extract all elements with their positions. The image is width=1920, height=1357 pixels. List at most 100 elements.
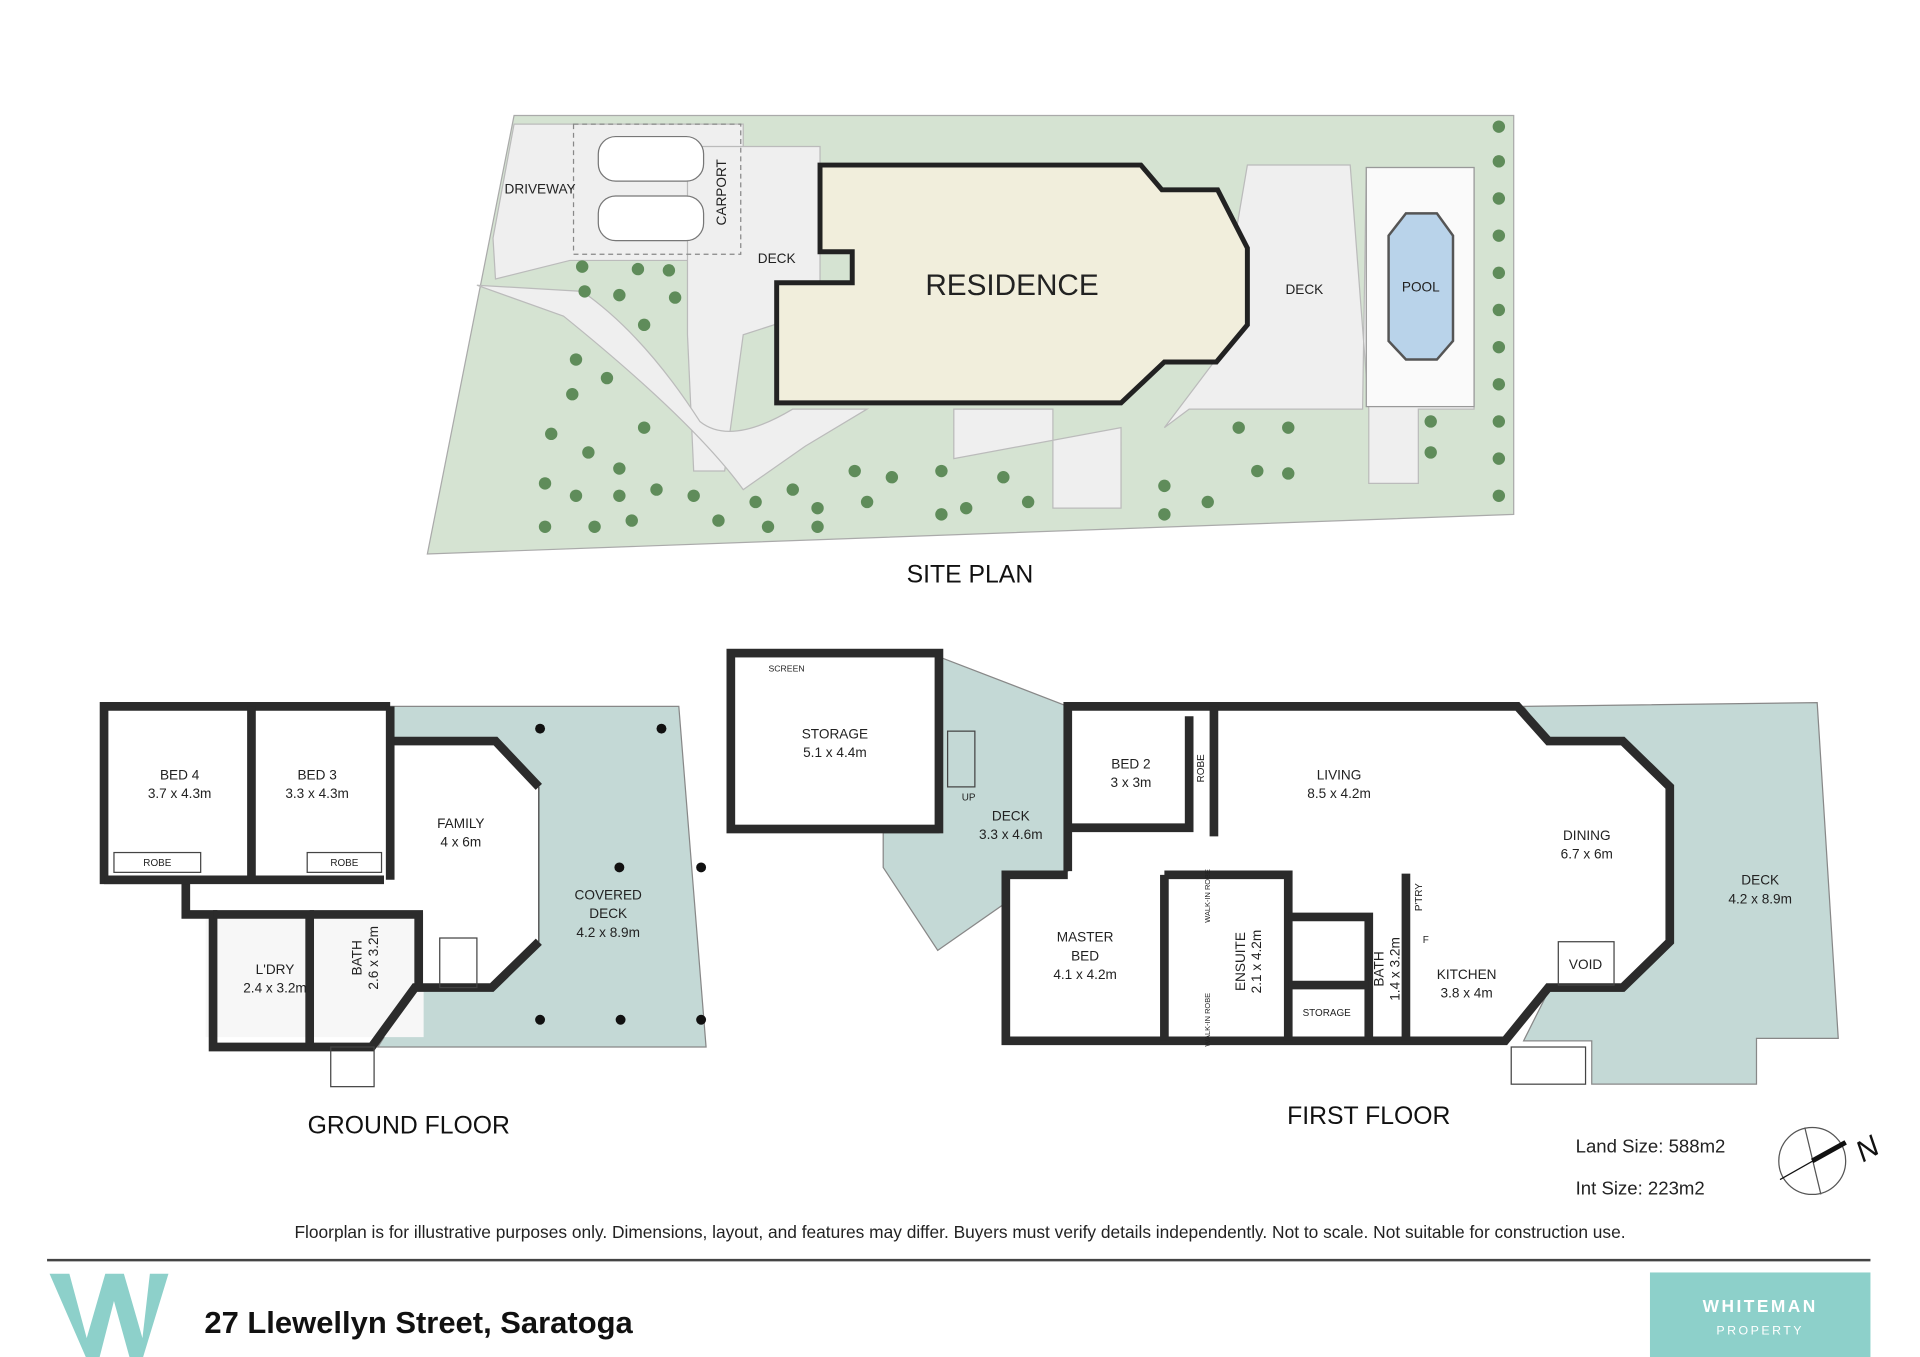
car-2	[597, 195, 705, 242]
bath-size: 2.6 x 3.2m	[366, 926, 381, 990]
bed2-size: 3 x 3m	[1111, 775, 1152, 790]
tree-icon	[1492, 452, 1506, 465]
robe-label: ROBE	[143, 858, 171, 869]
first-floor-plan: SCREEN STORAGE 5.1 x 4.4m UP DECK 3.3 x …	[726, 648, 1839, 1130]
bath-name: BATH	[1372, 951, 1387, 986]
tree-icon	[1492, 120, 1506, 133]
svg-text:WHITEMAN: WHITEMAN	[1703, 1296, 1818, 1316]
ground-floor-plan: BED 4 3.7 x 4.3m BED 3 3.3 x 4.3m FAMILY…	[99, 702, 707, 1140]
car-1	[597, 135, 705, 182]
site-plan-title: SITE PLAN	[907, 562, 1034, 589]
tree-icon	[1492, 155, 1506, 168]
tree-icon	[545, 427, 558, 441]
internal-size: Int Size: 223m2	[1576, 1177, 1705, 1198]
deck-right-label: DECK	[1285, 282, 1323, 297]
covered-deck-name: COVERED	[575, 888, 642, 903]
whiteman-property-logo: WHITEMAN PROPERTY	[1649, 1272, 1871, 1357]
property-address: 27 Llewellyn Street, Saratoga	[204, 1305, 633, 1340]
tree-icon	[1492, 229, 1506, 242]
tree-icon	[712, 514, 725, 527]
covered-deck	[376, 705, 707, 1048]
tree-icon	[1492, 266, 1506, 280]
tree-icon	[613, 489, 626, 502]
tree-icon	[637, 318, 651, 332]
tree-icon	[1492, 378, 1506, 391]
family-name: FAMILY	[437, 816, 484, 831]
screen-label: SCREEN	[769, 664, 805, 674]
kitchen-size: 3.8 x 4m	[1441, 985, 1493, 1000]
tree-icon	[786, 483, 799, 496]
tree-icon	[662, 264, 676, 277]
tree-icon	[566, 388, 579, 401]
tree-icon	[848, 464, 861, 478]
tree-icon	[1158, 508, 1171, 521]
bath-name: BATH	[350, 940, 365, 975]
tree-icon	[1492, 489, 1506, 502]
svg-text:PROPERTY: PROPERTY	[1716, 1323, 1804, 1337]
land-size: Land Size: 588m2	[1576, 1135, 1726, 1156]
kitchen-name: KITCHEN	[1437, 967, 1497, 982]
tree-icon	[600, 371, 614, 385]
bed2-robe: ROBE	[1196, 754, 1207, 782]
bed3-name: BED 3	[297, 767, 336, 782]
tree-icon	[613, 288, 626, 302]
up-label: UP	[962, 793, 976, 804]
laundry-size: 2.4 x 3.2m	[243, 981, 307, 996]
tree-icon	[613, 462, 626, 475]
tree-icon	[1492, 415, 1506, 428]
tree-icon	[1492, 340, 1506, 354]
covered-deck-size: 4.2 x 8.9m	[576, 925, 640, 940]
tree-icon	[1282, 467, 1295, 480]
tree-icon	[1492, 303, 1506, 317]
tree-icon	[761, 520, 775, 533]
deck-left-label: DECK	[758, 251, 796, 266]
pool	[1387, 212, 1455, 361]
bed4-name: BED 4	[160, 767, 200, 782]
tree-icon	[582, 446, 595, 459]
bed2-name: BED 2	[1111, 756, 1150, 771]
tree-icon	[668, 291, 682, 304]
living-name: LIVING	[1317, 767, 1362, 782]
site-plan: DRIVEWAY CARPORT DECK DECK POOL RESIDENC…	[426, 114, 1515, 589]
family-size: 4 x 6m	[440, 834, 481, 849]
tree-icon	[650, 483, 663, 496]
first-floor-title: FIRST FLOOR	[1287, 1103, 1450, 1130]
storage-size: 5.1 x 4.4m	[803, 745, 867, 760]
tree-icon	[569, 353, 583, 366]
tree-icon	[578, 285, 591, 298]
deck-small-size: 3.3 x 4.6m	[979, 827, 1043, 842]
void-label: VOID	[1569, 957, 1602, 972]
north-compass-icon: N	[1778, 1126, 1886, 1196]
ensuite-size: 2.1 x 4.2m	[1249, 930, 1264, 994]
tree-icon	[935, 464, 948, 478]
ground-floor-title: GROUND FLOOR	[308, 1113, 510, 1140]
tree-icon	[1282, 421, 1295, 434]
deck-posts	[535, 723, 707, 1025]
tree-icon	[997, 471, 1010, 484]
tree-icon	[1251, 464, 1264, 478]
tree-icon	[687, 489, 700, 502]
bed3-size: 3.3 x 4.3m	[285, 786, 349, 801]
pantry-label: P'TRY	[1414, 883, 1425, 911]
fridge-label: F	[1423, 935, 1429, 946]
carport	[572, 123, 742, 255]
storage-name: STORAGE	[802, 727, 868, 742]
tree-icon	[631, 262, 645, 276]
disclaimer: Floorplan is for illustrative purposes o…	[294, 1222, 1625, 1242]
tree-icon	[749, 495, 762, 509]
living-size: 8.5 x 4.2m	[1307, 786, 1371, 801]
tree-icon	[1021, 495, 1035, 509]
tree-icon	[1201, 495, 1214, 509]
tree-icon	[811, 520, 824, 533]
bath-size: 1.4 x 3.2m	[1388, 937, 1403, 1001]
walkin-robe-label: WALK-IN ROBE	[1203, 869, 1212, 923]
ensuite-name: ENSUITE	[1233, 932, 1248, 991]
deck-large-name: DECK	[1741, 873, 1779, 888]
carport-label: CARPORT	[714, 159, 729, 225]
tree-icon	[1232, 421, 1245, 434]
tree-icon	[1424, 415, 1437, 428]
tree-icon	[576, 260, 589, 273]
tree-icon	[538, 520, 552, 533]
covered-deck-name2: DECK	[589, 906, 627, 921]
